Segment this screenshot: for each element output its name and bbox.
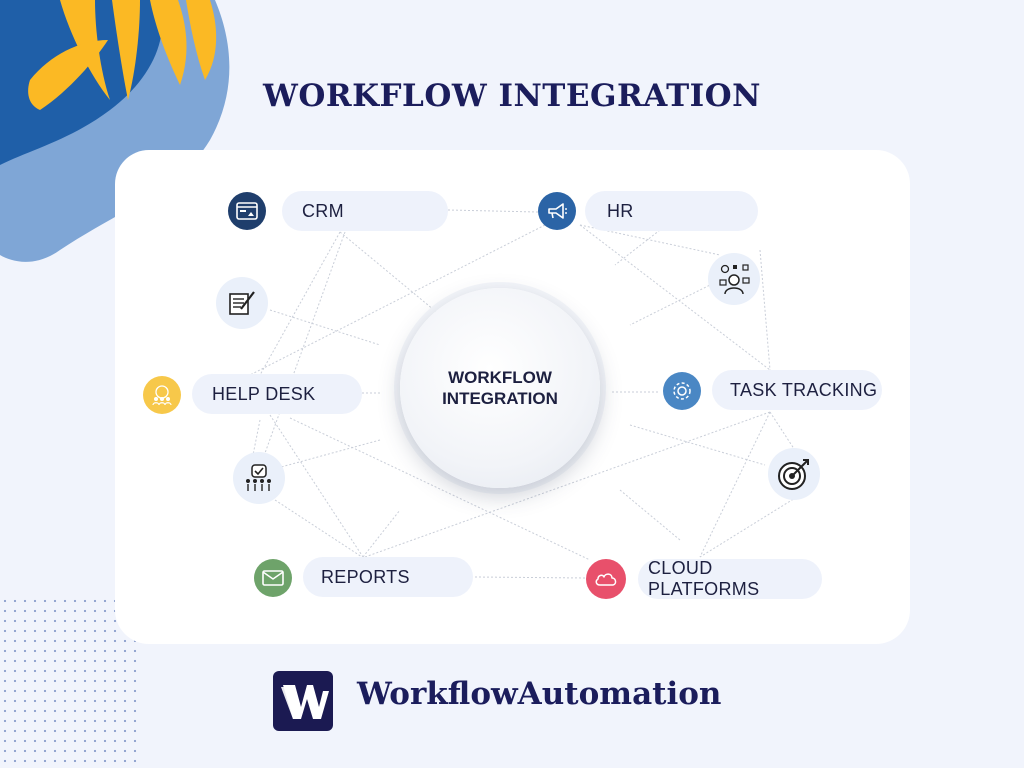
node-task-tracking: TASK TRACKING: [712, 370, 882, 410]
document-pen-icon: [216, 277, 268, 329]
center-node: WORKFLOW INTEGRATION: [400, 288, 600, 488]
node-reports: REPORTS: [303, 557, 473, 597]
node-hr: HR: [585, 191, 758, 231]
node-hr-label: HR: [607, 200, 634, 221]
node-cloud-platforms-label: CLOUD PLATFORMS: [648, 558, 760, 599]
gear-icon: [663, 372, 701, 410]
node-cloud-platforms: CLOUD PLATFORMS: [638, 558, 822, 599]
node-help-desk: HELP DESK: [192, 374, 362, 414]
decorative-blob: [0, 0, 230, 262]
cloud-icon: [586, 559, 626, 599]
team-icon: [143, 376, 181, 414]
target-arrow-icon: [768, 448, 820, 500]
node-crm: CRM: [282, 191, 448, 231]
dot-pattern: [0, 596, 140, 768]
megaphone-icon: [538, 192, 576, 230]
w-logo-icon: [281, 685, 329, 719]
node-reports-label: REPORTS: [321, 566, 410, 587]
envelope-icon: [254, 559, 292, 597]
brand-logo: [273, 671, 333, 731]
node-help-desk-label: HELP DESK: [212, 383, 316, 404]
node-task-tracking-label: TASK TRACKING: [730, 379, 878, 400]
person-dashboard-icon: [708, 253, 760, 305]
flower-icon: [28, 0, 217, 110]
browser-window-icon: [228, 192, 266, 230]
node-crm-label: CRM: [302, 200, 344, 221]
page-title: WORKFLOW INTEGRATION: [263, 78, 761, 114]
people-vote-icon: [233, 452, 285, 504]
brand-name: WorkflowAutomation: [357, 676, 722, 712]
center-label: WORKFLOW INTEGRATION: [442, 368, 558, 408]
